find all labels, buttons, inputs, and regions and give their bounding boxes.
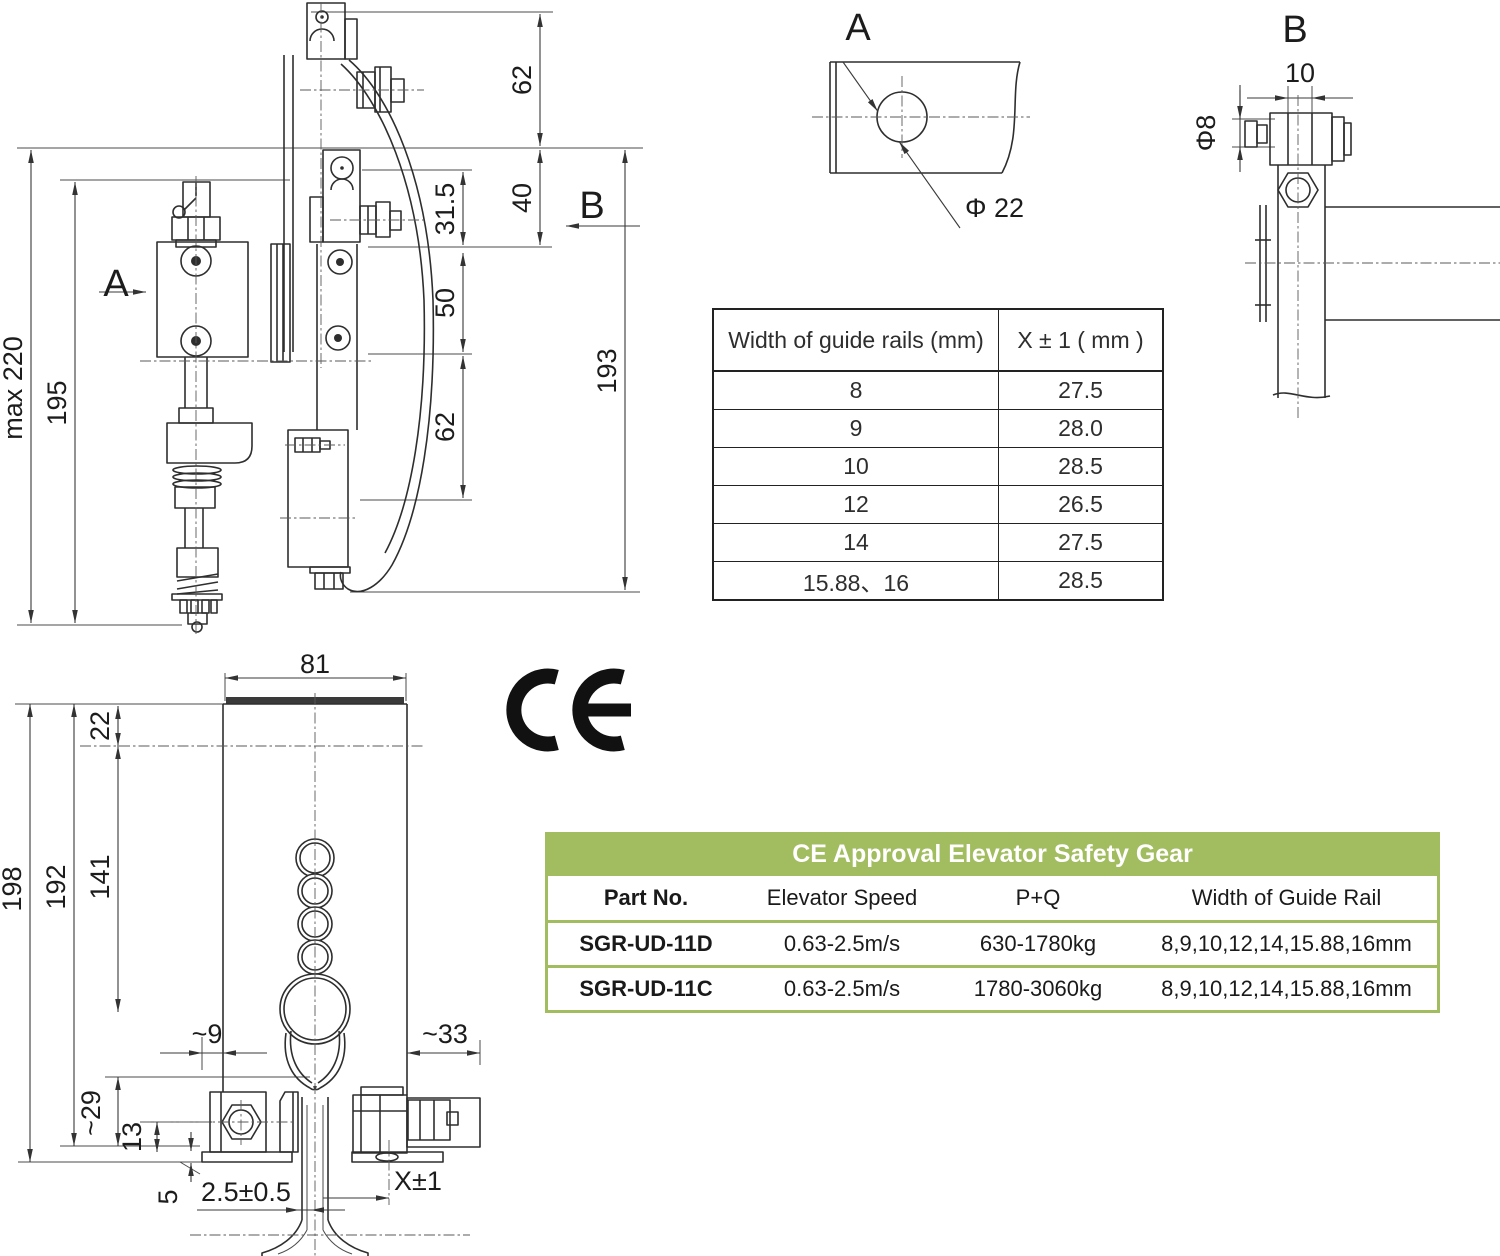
dim-9: ~9 bbox=[192, 1019, 223, 1049]
detail-b-drawing: B 10 Φ8 bbox=[1191, 9, 1500, 420]
dim-33: ~33 bbox=[422, 1019, 468, 1049]
spec-table-row: SGR-UD-11C 0.63-2.5m/s 1780-3060kg 8,9,1… bbox=[548, 968, 1437, 1010]
spec-table-title: CE Approval Elevator Safety Gear bbox=[548, 835, 1437, 873]
side-view-drawing: max 220 195 62 40 31.5 50 62 193 A B bbox=[0, 2, 643, 634]
table-row: 15.88、16 28.5 bbox=[714, 562, 1162, 599]
cell-part-no: SGR-UD-11D bbox=[579, 931, 713, 956]
detail-b-dimensions bbox=[1232, 85, 1353, 172]
cell-x-value: 26.5 bbox=[1058, 491, 1103, 517]
spec-table-row: SGR-UD-11D 0.63-2.5m/s 630-1780kg 8,9,10… bbox=[548, 923, 1437, 965]
cell-speed: 0.63-2.5m/s bbox=[783, 931, 901, 956]
front-view-drawing: 81 22 198 192 141 ~9 ~33 ~29 13 5 2.5±0.… bbox=[0, 649, 481, 1256]
dim-50: 50 bbox=[430, 288, 460, 318]
front-view-dimensions bbox=[27, 675, 480, 1213]
cell-rail-width: 14 bbox=[714, 524, 999, 561]
dim-198: 198 bbox=[0, 866, 27, 911]
side-view-dimensions bbox=[28, 14, 640, 623]
cell-rail-width: 12 bbox=[714, 486, 999, 523]
cell-part-no: SGR-UD-11C bbox=[579, 976, 713, 1001]
front-view-centerlines bbox=[80, 693, 470, 1256]
cell-rail-width: 10 bbox=[714, 448, 999, 485]
detail-a-hole-dia: Φ 22 bbox=[965, 193, 1024, 223]
dim-5: 5 bbox=[153, 1189, 183, 1204]
cell-speed: 0.63-2.5m/s bbox=[783, 976, 901, 1001]
guide-rail-table-header: Width of guide rails (mm) X ± 1 ( mm ) bbox=[714, 310, 1162, 372]
table-row: 10 28.5 bbox=[714, 448, 1162, 486]
col-header-pq: P+Q bbox=[1015, 885, 1061, 910]
dim-141: 141 bbox=[85, 854, 115, 899]
detail-a-geometry bbox=[812, 61, 1030, 229]
col-header-part-no: Part No. bbox=[603, 885, 689, 910]
col-header-rail-width: Width of guide rails (mm) bbox=[714, 310, 999, 370]
detail-a-label: A bbox=[845, 7, 871, 49]
cell-x-value: 28.5 bbox=[1058, 567, 1103, 593]
dim-62-top: 62 bbox=[507, 65, 537, 95]
cell-rail-width: 9 bbox=[714, 410, 999, 447]
dim-13: 13 bbox=[117, 1122, 147, 1152]
guide-rail-table: Width of guide rails (mm) X ± 1 ( mm ) 8… bbox=[712, 308, 1164, 601]
section-label-a: A bbox=[103, 263, 129, 305]
cell-rail-width: 8 bbox=[714, 372, 999, 409]
detail-b-label: B bbox=[1282, 9, 1307, 51]
cell-rail-width: 8,9,10,12,14,15.88,16mm bbox=[1161, 931, 1412, 956]
dim-31-5: 31.5 bbox=[430, 183, 460, 236]
dim-40: 40 bbox=[507, 183, 537, 213]
dim-gap: 2.5±0.5 bbox=[201, 1177, 291, 1207]
dim-29: ~29 bbox=[76, 1090, 106, 1136]
detail-a-drawing: A Φ 22 bbox=[812, 7, 1030, 229]
table-row: 8 27.5 bbox=[714, 372, 1162, 410]
col-header-guide-rail-width: Width of Guide Rail bbox=[1191, 885, 1382, 910]
spec-table-header-row: Part No. Elevator Speed P+Q Width of Gui… bbox=[548, 876, 1437, 920]
dim-max-220: max 220 bbox=[0, 336, 28, 440]
cell-x-value: 28.5 bbox=[1058, 453, 1103, 479]
cell-x-value: 27.5 bbox=[1058, 377, 1103, 403]
cell-rail-width: 8,9,10,12,14,15.88,16mm bbox=[1161, 976, 1412, 1001]
col-header-elevator-speed: Elevator Speed bbox=[766, 885, 918, 910]
dim-192: 192 bbox=[41, 864, 71, 909]
table-row: 9 28.0 bbox=[714, 410, 1162, 448]
side-view-extension-lines bbox=[17, 11, 643, 626]
col-header-x-tolerance: X ± 1 ( mm ) bbox=[1017, 326, 1144, 353]
detail-b-geometry bbox=[1244, 95, 1500, 420]
cell-x-value: 28.0 bbox=[1058, 415, 1103, 441]
dim-62-mid: 62 bbox=[430, 412, 460, 442]
section-label-b: B bbox=[579, 185, 604, 227]
ce-mark-icon: CE bbox=[506, 668, 631, 752]
table-row: 12 26.5 bbox=[714, 486, 1162, 524]
dim-81: 81 bbox=[300, 649, 330, 679]
spec-table: CE Approval Elevator Safety Gear Part No… bbox=[545, 832, 1440, 1013]
cell-pq: 1780-3060kg bbox=[973, 976, 1103, 1001]
table-row: 14 27.5 bbox=[714, 524, 1162, 562]
dim-x1: X±1 bbox=[394, 1166, 442, 1196]
side-view-centerlines bbox=[140, 2, 424, 634]
dim-195: 195 bbox=[42, 380, 72, 425]
dim-193: 193 bbox=[592, 348, 622, 393]
dim-22: 22 bbox=[85, 711, 115, 741]
side-view-geometry bbox=[156, 2, 435, 633]
cell-x-value: 27.5 bbox=[1058, 529, 1103, 555]
detail-b-pin-dia: Φ8 bbox=[1191, 115, 1221, 152]
cell-rail-width: 15.88、16 bbox=[714, 562, 999, 599]
cell-pq: 630-1780kg bbox=[979, 931, 1097, 956]
detail-b-width: 10 bbox=[1285, 58, 1315, 88]
